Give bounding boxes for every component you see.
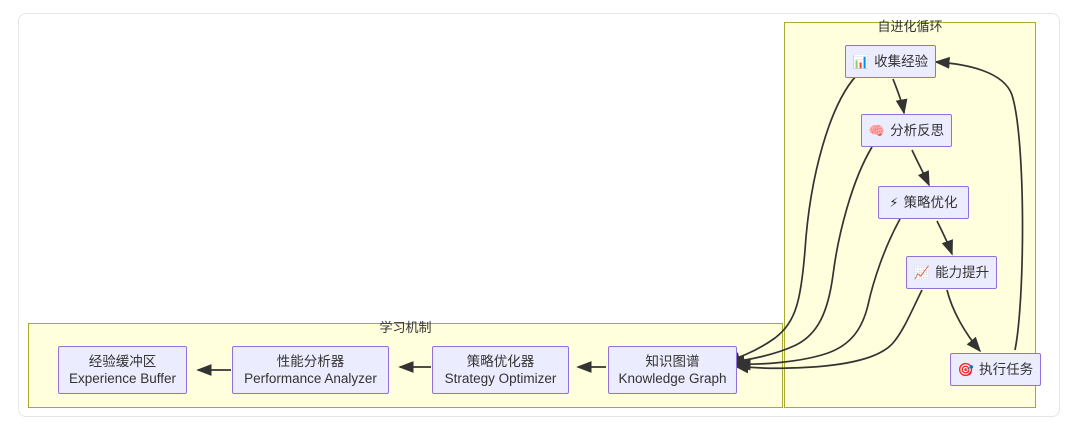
node-label-cn: 性能分析器: [276, 354, 345, 369]
node-strategy-optimizer[interactable]: 策略优化器 Strategy Optimizer: [432, 346, 569, 394]
node-analyze-reflect[interactable]: 🧠 分析反思: [861, 114, 952, 147]
node-performance-analyzer[interactable]: 性能分析器 Performance Analyzer: [232, 346, 389, 394]
node-label-en: Experience Buffer: [68, 371, 177, 386]
node-strategy-optimization[interactable]: ⚡ 策略优化: [878, 186, 969, 219]
node-capability-improvement[interactable]: 📈 能力提升: [906, 256, 997, 289]
edge-collect-to-knowledge: [724, 75, 857, 364]
node-label: 分析反思: [890, 123, 945, 138]
node-knowledge-graph[interactable]: 知识图谱 Knowledge Graph: [608, 346, 737, 394]
node-experience-buffer[interactable]: 经验缓冲区 Experience Buffer: [58, 346, 187, 394]
node-label-en: Performance Analyzer: [244, 371, 377, 386]
edge-execute-to-collect: [934, 56, 1024, 351]
lightning-icon: ⚡: [889, 195, 899, 210]
node-label-cn: 策略优化器: [466, 354, 535, 369]
edge-analyze-to-optimize: [911, 149, 930, 187]
node-label-en: Strategy Optimizer: [444, 371, 557, 386]
node-label: 执行任务: [979, 362, 1034, 377]
node-label: 收集经验: [874, 54, 929, 69]
edge-improve-to-execute: [946, 289, 982, 353]
chart-up-icon: 📈: [913, 265, 931, 280]
node-collect-experience[interactable]: 📊 收集经验: [845, 45, 936, 78]
edge-optimize-to-knowledge: [735, 218, 901, 371]
edge-improve-to-knowledge: [733, 289, 923, 374]
edge-analyze-to-knowledge: [729, 146, 873, 367]
node-label: 能力提升: [935, 265, 990, 280]
node-label: 策略优化: [903, 195, 958, 210]
node-execute-task[interactable]: 🎯 执行任务: [950, 353, 1041, 386]
target-icon: 🎯: [957, 362, 975, 377]
cluster-title-self-evolution-loop: 自进化循环: [877, 19, 943, 34]
node-label-cn: 经验缓冲区: [88, 354, 157, 369]
node-label-cn: 知识图谱: [645, 354, 700, 369]
edge-optimize-to-improve: [936, 220, 953, 256]
bar-chart-icon: 📊: [852, 54, 870, 69]
cluster-title-learning-mechanism: 学习机制: [379, 320, 432, 335]
brain-icon: 🧠: [868, 123, 886, 138]
edge-collect-to-analyze: [892, 78, 908, 115]
node-label-en: Knowledge Graph: [618, 371, 727, 386]
